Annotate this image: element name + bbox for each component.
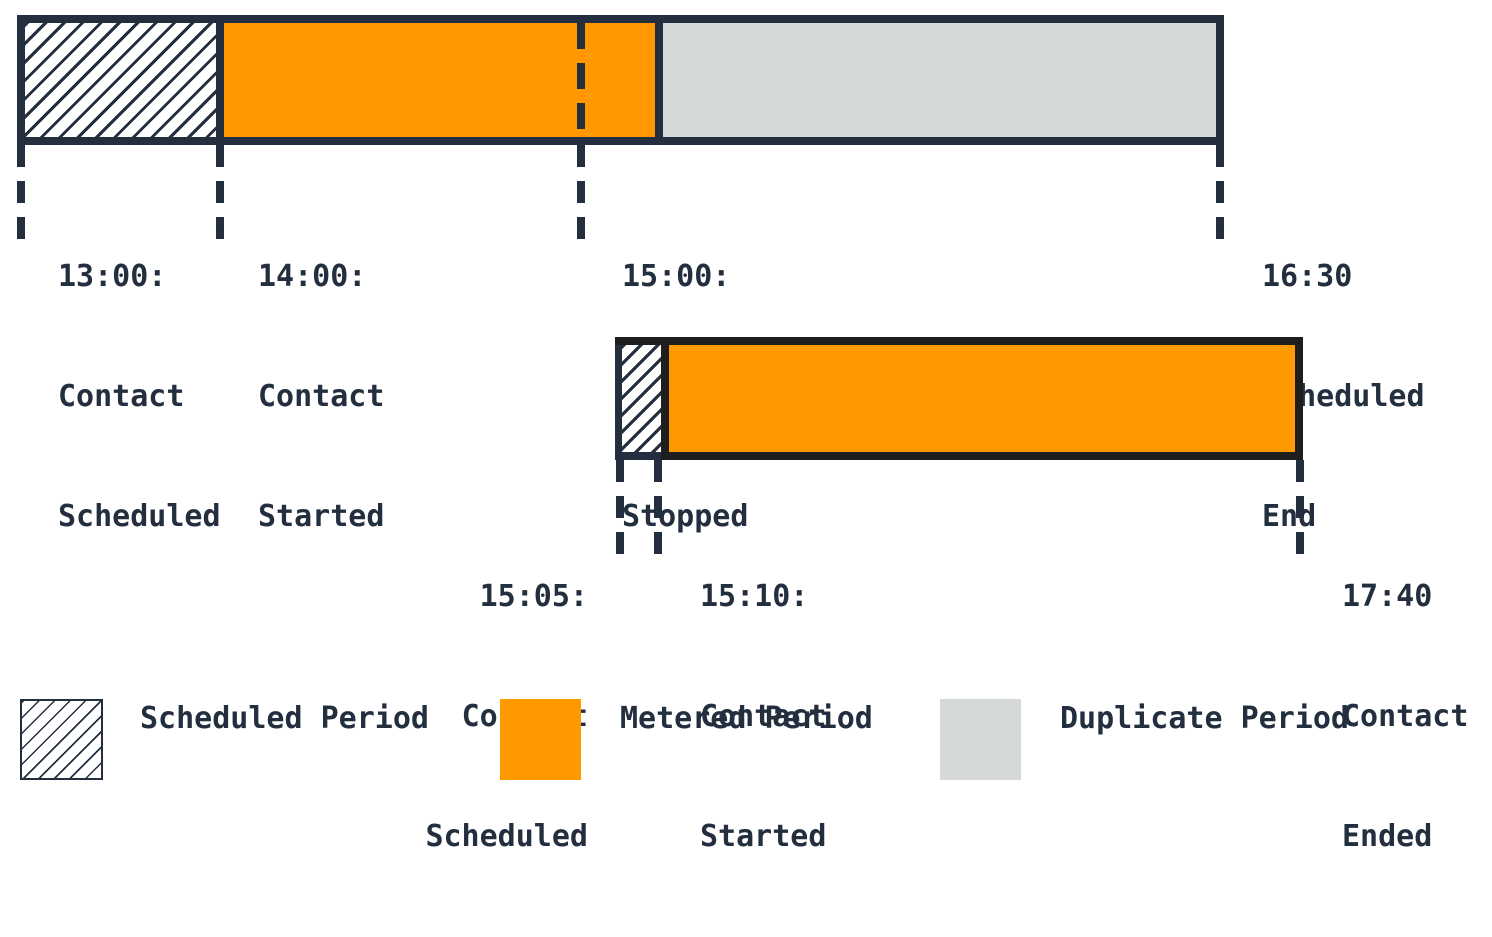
tick-contact1-started — [216, 145, 224, 245]
event-label-contact1-started: 14:00: Contact Started — [258, 177, 384, 617]
label-line: 15:05: — [479, 579, 588, 614]
upper-axis-line — [17, 137, 1224, 145]
label-line: Scheduled — [425, 819, 588, 854]
timeline-diagram: 13:00: Contact Scheduled 14:00: Contact … — [17, 15, 1468, 854]
event-label-contact1-scheduled: 13:00: Contact Scheduled — [58, 177, 221, 617]
scheduled-period-swatch — [20, 699, 103, 780]
label-line: Contact — [258, 379, 385, 414]
label-line: Contact — [700, 699, 827, 734]
label-line: 15:10: — [700, 579, 809, 614]
label-line: 16:30 — [1262, 259, 1353, 294]
label-line: 14:00: — [258, 259, 367, 294]
tick-contact1-scheduled — [17, 145, 25, 245]
upper-bar-top-border — [17, 15, 1221, 23]
label-line: 15:00: — [622, 259, 731, 294]
label-line: Ended — [1342, 819, 1433, 854]
legend-label-duplicate-period: Duplicate Period — [1060, 701, 1349, 736]
tick-contact2-scheduled — [616, 460, 624, 560]
tick-contact1-sched-end — [1216, 145, 1224, 245]
lower-axis-line — [615, 452, 661, 460]
tick-contact2-started — [654, 460, 662, 560]
label-line: Stopped — [622, 499, 749, 534]
label-line: Started — [258, 499, 385, 534]
duplicate-period-swatch — [940, 699, 1021, 780]
legend-label-scheduled-period: Scheduled Period — [140, 701, 429, 736]
lower-metered-period-segment — [661, 345, 1303, 460]
label-line: End — [1262, 499, 1317, 534]
contact-stopped-dashed-line — [577, 23, 585, 137]
lower-scheduled-period-segment — [615, 345, 661, 452]
label-line: 17:40 — [1342, 579, 1433, 614]
event-label-contact2-ended: 17:40 Contact Ended — [1342, 497, 1468, 937]
upper-bar-right-border — [1216, 15, 1224, 145]
metered-period-swatch — [500, 699, 581, 780]
upper-metered-period-segment — [224, 23, 655, 137]
label-line: Contact — [58, 379, 185, 414]
tick-contact2-ended — [1296, 460, 1304, 560]
upper-segment-divider — [655, 23, 663, 137]
label-line: Scheduled — [58, 499, 221, 534]
legend-label-metered-period: Metered Period — [620, 701, 873, 736]
upper-duplicate-period-segment — [663, 23, 1216, 137]
upper-scheduled-period-segment — [17, 23, 224, 137]
tick-contact1-stopped — [577, 145, 585, 245]
lower-bar-top-border — [615, 337, 1303, 345]
label-line: 13:00: — [58, 259, 167, 294]
label-line: Contact — [1342, 699, 1469, 734]
label-line: Started — [700, 819, 827, 854]
